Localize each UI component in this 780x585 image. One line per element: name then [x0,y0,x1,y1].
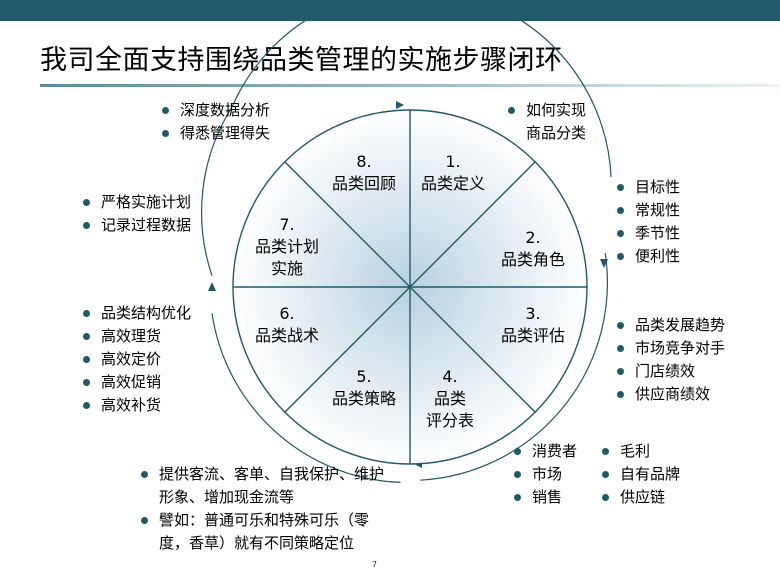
notes-left-lower: 品类结构优化高效理货高效定价高效促销高效补货 [81,302,191,417]
notes-left-upper: 严格实施计划记录过程数据 [81,191,191,237]
note-item: 记录过程数据 [81,214,191,237]
note-item: 得悉管理得失 [160,122,270,145]
note-item: 供应链 [600,486,680,509]
note-item: 市场 [512,463,577,486]
notes-top-right: 如何实现商品分类 [506,99,586,145]
notes-bottom-left: 提供客流、客单、自我保护、维护形象、增加现金流等譬如：普通可乐和特殊可乐（零度，… [139,463,395,555]
segment-label-1: 1.品类定义 [421,152,485,193]
segment-label-3: 3.品类评估 [501,304,565,345]
note-item: 提供客流、客单、自我保护、维护形象、增加现金流等 [139,463,395,509]
note-item: 严格实施计划 [81,191,191,214]
note-item: 高效理货 [81,325,191,348]
note-item: 市场竞争对手 [615,337,725,360]
cycle-arrow-right [600,259,608,268]
segment-label-8: 8.品类回顾 [332,152,396,193]
cycle-arc-top [231,0,612,178]
note-item: 季节性 [615,222,680,245]
notes-bottom-right-col2: 毛利自有品牌供应链 [600,440,680,509]
note-item: 高效定价 [81,348,191,371]
note-item: 便利性 [615,245,680,268]
segment-label-7: 7.品类计划实施 [255,215,319,278]
notes-right-lower: 品类发展趋势市场竞争对手门店绩效供应商绩效 [615,314,725,406]
page-title: 我司全面支持围绕品类管理的实施步骤闭环 [40,45,563,76]
note-item: 高效补货 [81,394,191,417]
cycle-arc-right [420,252,608,481]
notes-top-left: 深度数据分析得悉管理得失 [160,99,270,145]
note-item: 目标性 [615,176,680,199]
wheel-dividers [233,110,587,464]
notes-bottom-right-col1: 消费者市场销售 [512,440,577,509]
page-number: 7 [372,560,378,569]
note-item: 自有品牌 [600,463,680,486]
cycle-arrow-left [208,282,216,291]
top-bar [0,0,780,21]
note-item: 高效促销 [81,371,191,394]
note-item: 深度数据分析 [160,99,270,122]
segment-label-6: 6.品类战术 [255,304,319,345]
note-item: 如何实现商品分类 [506,99,586,145]
segment-label-2: 2.品类角色 [501,228,565,269]
note-item: 毛利 [600,440,680,463]
note-item: 譬如：普通可乐和特殊可乐（零度，香草）就有不同策略定位 [139,509,395,555]
cycle-arc-left-upper [201,106,233,276]
segment-label-4: 4.品类评分表 [426,367,474,430]
note-item: 门店绩效 [615,360,725,383]
note-item: 常规性 [615,199,680,222]
note-item: 供应商绩效 [615,383,725,406]
note-item: 品类发展趋势 [615,314,725,337]
segment-label-5: 5.品类策略 [332,367,396,408]
cycle-arrow-top [396,101,404,109]
notes-right-upper: 目标性常规性季节性便利性 [615,176,680,268]
cycle-arc-left [211,313,401,483]
note-item: 消费者 [512,440,577,463]
title-underline [40,84,780,87]
note-item: 销售 [512,486,577,509]
segment-labels: 1.品类定义 2.品类角色 3.品类评估 4.品类评分表 5.品类策略 6.品类战术 7.品… [255,152,565,430]
note-item: 品类结构优化 [81,302,191,325]
